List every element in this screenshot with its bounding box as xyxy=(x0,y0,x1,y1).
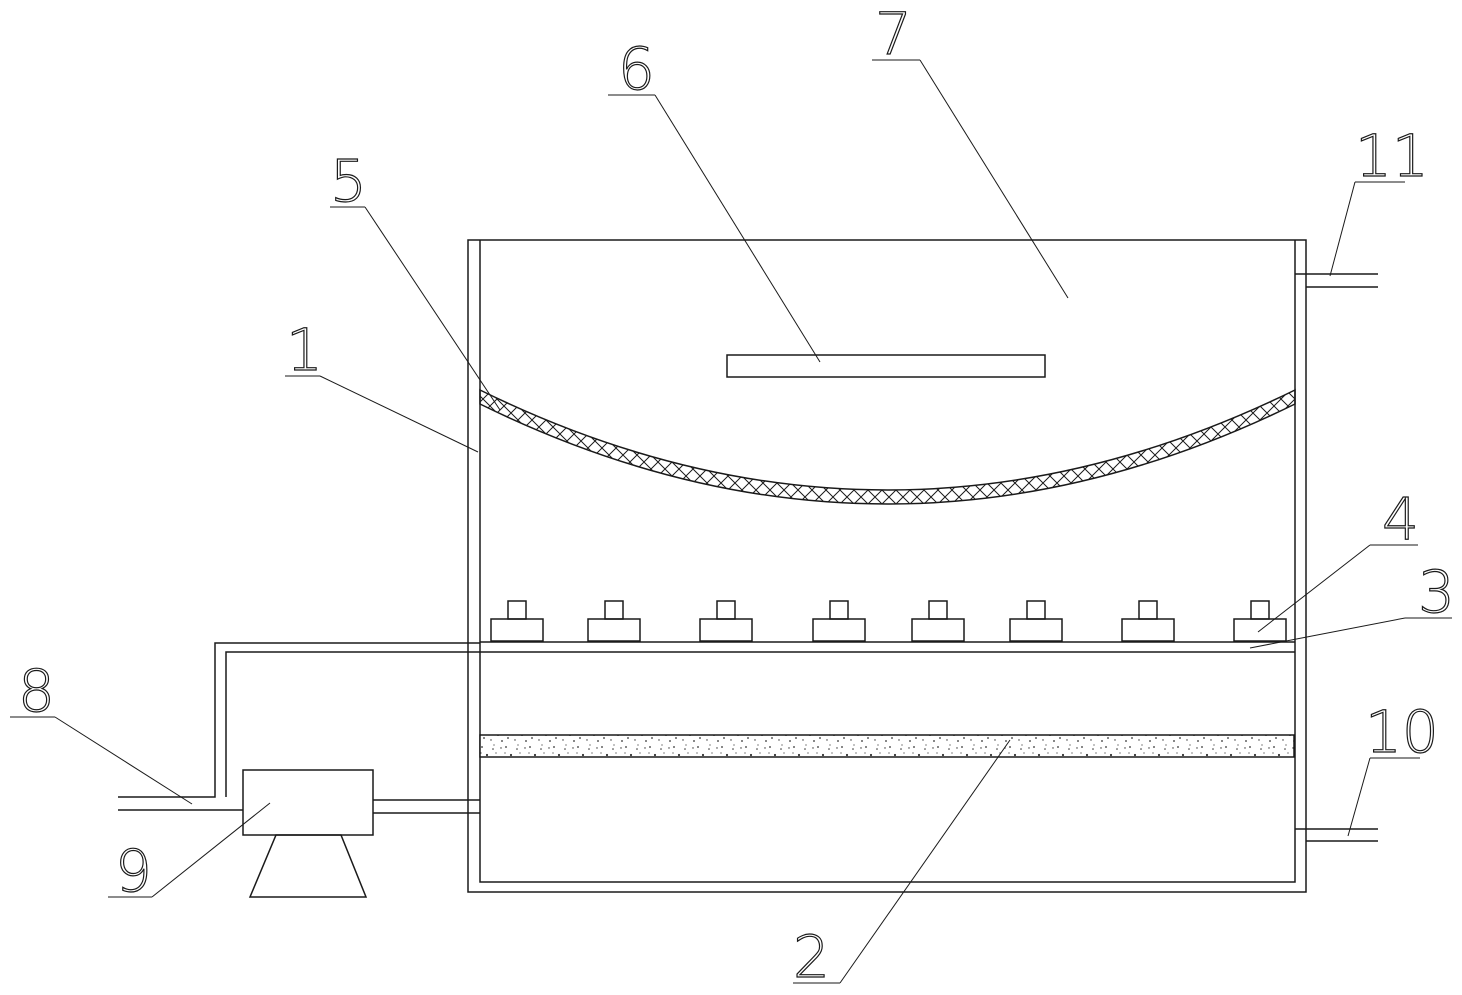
nozzle-base xyxy=(812,618,866,642)
pump-9 xyxy=(242,769,480,898)
nozzle-cap xyxy=(928,600,948,620)
label-4: 4 xyxy=(1382,485,1419,553)
curved-mesh-5 xyxy=(479,388,1296,505)
nozzle xyxy=(1233,600,1287,642)
label-8: 8 xyxy=(18,657,55,725)
nozzle-cap xyxy=(716,600,736,620)
label-9: 9 xyxy=(115,837,152,905)
nozzle xyxy=(1009,600,1063,642)
nozzle-base xyxy=(1009,618,1063,642)
nozzle-cap xyxy=(1026,600,1046,620)
nozzle-cap xyxy=(1250,600,1270,620)
tank-body xyxy=(467,239,1307,893)
nozzle-row-4 xyxy=(490,600,1287,642)
nozzle xyxy=(911,600,965,642)
nozzle xyxy=(587,600,641,642)
outlet-pipe-10 xyxy=(1295,828,1378,842)
feed-pipe-8 xyxy=(118,642,480,811)
label-10: 10 xyxy=(1365,698,1439,766)
nozzle-cap xyxy=(829,600,849,620)
outlet-pipe-11 xyxy=(1295,273,1378,288)
nozzle xyxy=(1121,600,1175,642)
nozzle xyxy=(490,600,544,642)
label-1: 1 xyxy=(286,316,323,384)
nozzle-base xyxy=(1121,618,1175,642)
label-2: 2 xyxy=(793,923,830,991)
plate-6 xyxy=(726,354,1046,378)
label-11: 11 xyxy=(1355,122,1429,190)
distribution-plate-3 xyxy=(480,641,1295,653)
nozzle-base xyxy=(490,618,544,642)
filter-layer-2 xyxy=(479,734,1295,758)
nozzle xyxy=(812,600,866,642)
label-7: 7 xyxy=(875,0,912,68)
nozzle-cap xyxy=(1138,600,1158,620)
leader-lines xyxy=(10,59,1452,984)
label-6: 6 xyxy=(618,35,655,103)
nozzle-base xyxy=(911,618,965,642)
nozzle-base xyxy=(699,618,753,642)
label-5: 5 xyxy=(330,147,367,215)
label-3: 3 xyxy=(1418,558,1455,626)
nozzle-cap xyxy=(507,600,527,620)
nozzle xyxy=(699,600,753,642)
nozzle-base xyxy=(587,618,641,642)
nozzle-cap xyxy=(604,600,624,620)
